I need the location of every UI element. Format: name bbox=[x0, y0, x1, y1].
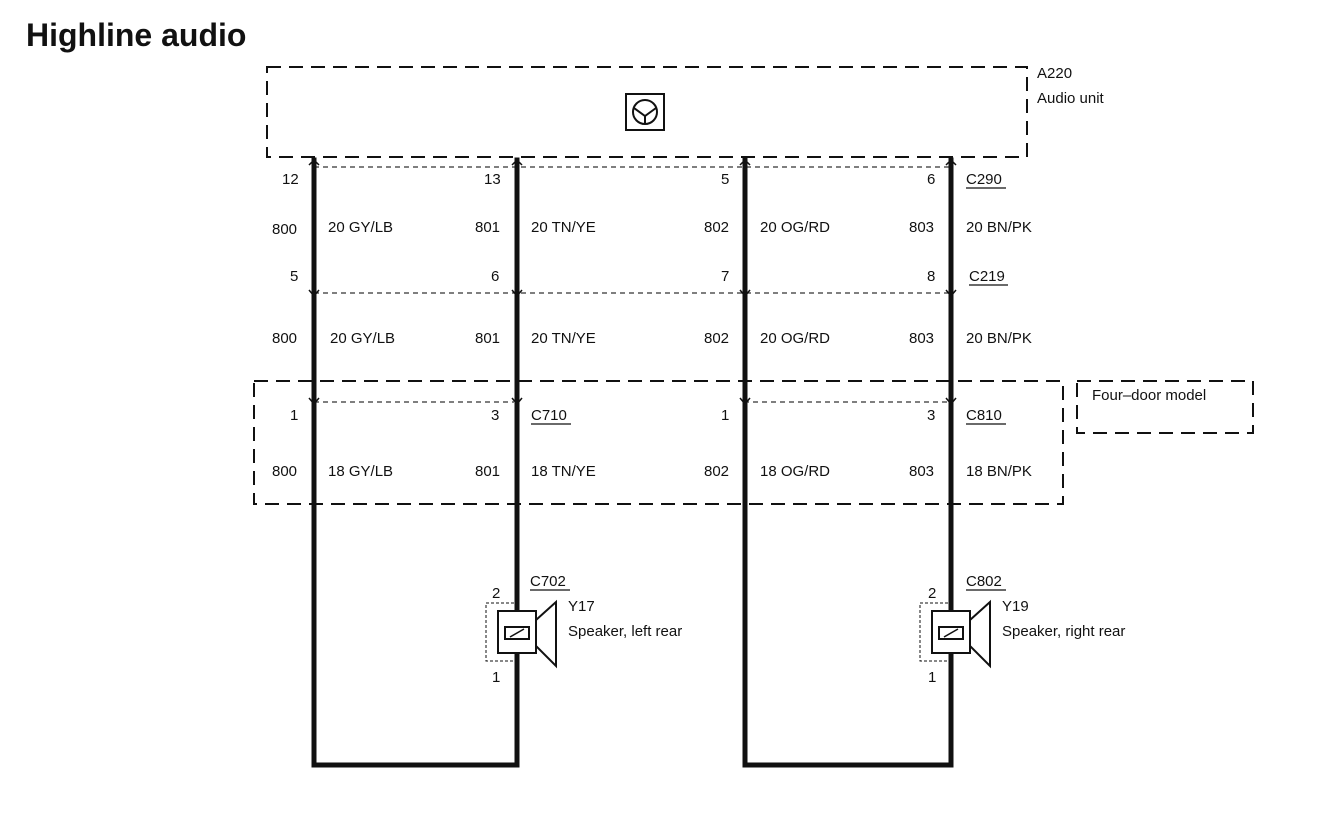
circuit-803: 803 bbox=[909, 219, 934, 236]
wire-color-tn-ye: 20 TN/YE bbox=[531, 219, 596, 236]
wire-color-gy-lb: 20 GY/LB bbox=[328, 219, 393, 236]
audio-unit-box bbox=[266, 66, 1028, 158]
pin-c290-800: 12 bbox=[282, 171, 299, 188]
speaker-right-pin-top: 2 bbox=[928, 585, 936, 602]
circuit-800-b: 800 bbox=[272, 330, 297, 347]
wire-color-og-rd: 20 OG/RD bbox=[760, 219, 830, 236]
wires bbox=[311, 157, 954, 768]
circuit-800-c: 800 bbox=[272, 463, 297, 480]
pin-c710-800: 1 bbox=[290, 407, 298, 424]
wire-color-18-og-rd: 18 OG/RD bbox=[760, 463, 830, 480]
pin-c219-802: 7 bbox=[721, 268, 729, 285]
audio-unit-id: A220 bbox=[1037, 65, 1072, 82]
four-door-label: Four–door model bbox=[1092, 387, 1206, 404]
wire-color-18-gy-lb: 18 GY/LB bbox=[328, 463, 393, 480]
speaker-left-coil-icon bbox=[504, 626, 530, 640]
audio-unit-name: Audio unit bbox=[1037, 90, 1105, 107]
connector-c710: C710 bbox=[531, 407, 567, 424]
speaker-right-coil-icon bbox=[938, 626, 964, 640]
speaker-right-id: Y19 bbox=[1002, 598, 1029, 615]
connector-c802: C802 bbox=[966, 573, 1002, 590]
pin-c810-802: 1 bbox=[721, 407, 729, 424]
circuit-801: 801 bbox=[475, 219, 500, 236]
speaker-right-body bbox=[931, 610, 971, 654]
wire-color-tn-ye-b: 20 TN/YE bbox=[531, 330, 596, 347]
wire-color-og-rd-b: 20 OG/RD bbox=[760, 330, 830, 347]
speaker-left-body bbox=[497, 610, 537, 654]
speaker-left-rear: C702 2 1 Y17 Speaker, left rear bbox=[485, 573, 682, 686]
audio-unit-symbol-icon bbox=[625, 93, 665, 131]
speaker-right-cone-icon bbox=[969, 599, 991, 669]
pin-c219-803: 8 bbox=[927, 268, 935, 285]
wire-color-gy-lb-b: 20 GY/LB bbox=[330, 330, 395, 347]
circuit-802: 802 bbox=[704, 219, 729, 236]
wire-color-bn-pk: 20 BN/PK bbox=[966, 219, 1032, 236]
connector-chevrons bbox=[308, 158, 957, 406]
circuit-801-b: 801 bbox=[475, 330, 500, 347]
circuit-800: 800 bbox=[272, 221, 297, 238]
pin-c810-803: 3 bbox=[927, 407, 935, 424]
connector-c290: C290 bbox=[966, 171, 1002, 188]
speaker-left-pin-bottom: 1 bbox=[492, 669, 500, 686]
speaker-left-id: Y17 bbox=[568, 598, 595, 615]
speaker-right-pin-bottom: 1 bbox=[928, 669, 936, 686]
circuit-803-c: 803 bbox=[909, 463, 934, 480]
pin-c290-801: 13 bbox=[484, 171, 501, 188]
connector-c219: C219 bbox=[969, 268, 1005, 285]
pin-c290-803: 6 bbox=[927, 171, 935, 188]
pin-c219-800: 5 bbox=[290, 268, 298, 285]
speaker-right-rear: C802 2 1 Y19 Speaker, right rear bbox=[919, 573, 1125, 686]
speaker-left-cone-icon bbox=[535, 599, 557, 669]
pin-c219-801: 6 bbox=[491, 268, 499, 285]
circuit-802-b: 802 bbox=[704, 330, 729, 347]
four-door-label-box bbox=[1076, 380, 1254, 434]
wire-color-bn-pk-b: 20 BN/PK bbox=[966, 330, 1032, 347]
four-door-region bbox=[253, 380, 1064, 505]
speaker-left-pin-top: 2 bbox=[492, 585, 500, 602]
wire-color-18-bn-pk: 18 BN/PK bbox=[966, 463, 1032, 480]
speaker-right-coil-slash bbox=[943, 628, 959, 638]
diagram-title: Highline audio bbox=[26, 17, 246, 53]
circuit-801-c: 801 bbox=[475, 463, 500, 480]
pin-c290-802: 5 bbox=[721, 171, 729, 188]
speaker-left-name: Speaker, left rear bbox=[568, 623, 682, 640]
circuit-802-c: 802 bbox=[704, 463, 729, 480]
speaker-left-coil-slash bbox=[509, 628, 525, 638]
pin-c710-801: 3 bbox=[491, 407, 499, 424]
connector-c702: C702 bbox=[530, 573, 566, 590]
wire-color-18-tn-ye: 18 TN/YE bbox=[531, 463, 596, 480]
connector-c810: C810 bbox=[966, 407, 1002, 424]
speaker-right-name: Speaker, right rear bbox=[1002, 623, 1125, 640]
circuit-803-b: 803 bbox=[909, 330, 934, 347]
